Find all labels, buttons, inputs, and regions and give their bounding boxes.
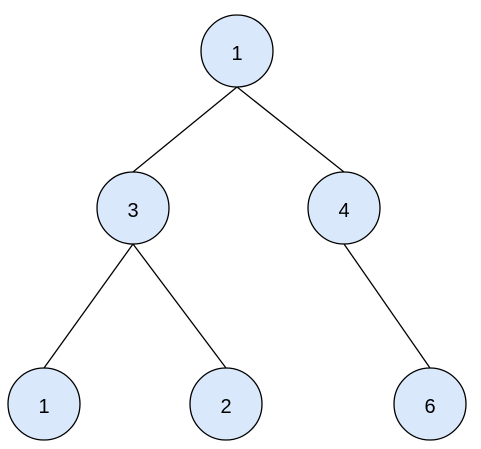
edge-left-left-left: [43, 243, 134, 369]
node-label: 2: [220, 396, 231, 418]
tree-node-right: 4: [307, 171, 381, 245]
edges: [43, 86, 431, 369]
node-label: 6: [424, 396, 435, 418]
node-circle: [7, 367, 81, 441]
node-label: 3: [127, 200, 138, 222]
node-circle: [200, 14, 274, 88]
tree-node-root: 1: [200, 14, 274, 88]
tree-node-right-right: 6: [393, 367, 467, 441]
edge-right-right-right: [343, 243, 431, 369]
tree-node-left-right: 2: [189, 367, 263, 441]
tree-node-left-left: 1: [7, 367, 81, 441]
edge-root-left: [132, 86, 238, 173]
edge-left-left-right: [132, 243, 227, 369]
edge-root-right: [236, 86, 345, 173]
tree-node-left: 3: [96, 171, 170, 245]
node-circle: [393, 367, 467, 441]
node-label: 1: [231, 43, 242, 65]
node-circle: [307, 171, 381, 245]
node-circle: [96, 171, 170, 245]
node-circle: [189, 367, 263, 441]
node-label: 4: [338, 200, 349, 222]
node-label: 1: [38, 396, 49, 418]
